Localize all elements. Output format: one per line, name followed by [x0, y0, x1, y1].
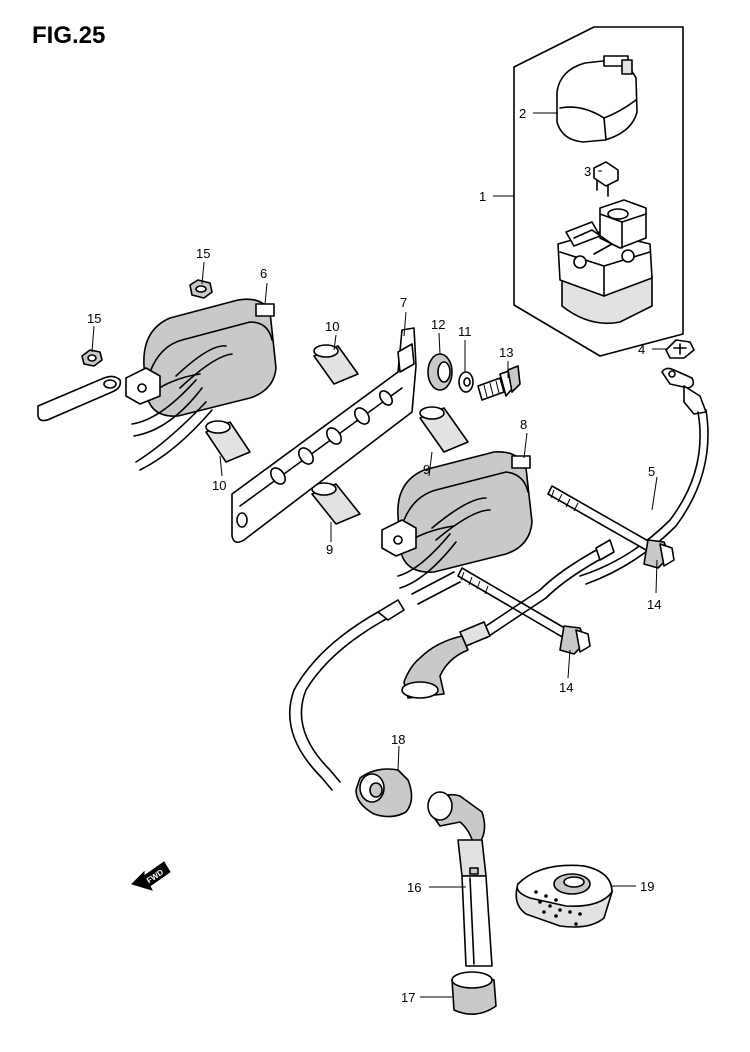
grommet-part: [427, 353, 453, 391]
coil-bracket-part: [231, 327, 417, 544]
ground-wire-part: [579, 367, 709, 585]
leader-lines: [91, 112, 667, 998]
callout-2: 2: [519, 106, 526, 121]
callout-6: 6: [260, 266, 267, 281]
callout-10-upper: 10: [325, 319, 339, 334]
callout-18: 18: [391, 732, 405, 747]
cap-grommet-part: [355, 768, 413, 818]
callout-13: 13: [499, 345, 513, 360]
callout-1: 1: [479, 189, 486, 204]
callout-14-lower: 14: [559, 680, 573, 695]
callout-8: 8: [520, 417, 527, 432]
plug-cap-upper: [401, 621, 491, 699]
long-bolt-part: [457, 567, 591, 655]
callout-17: 17: [401, 990, 415, 1005]
washer-part: [458, 371, 474, 393]
callout-15-left: 15: [87, 311, 101, 326]
callouts: 1 2 3 4 5 6 7 8 9 9 10 10 11 12 13 14 14…: [87, 106, 661, 1005]
callout-9-lower: 9: [326, 542, 333, 557]
callout-11: 11: [458, 324, 472, 339]
spacer-part: [205, 420, 251, 463]
spark-plug-cap-part: [427, 791, 493, 967]
ignition-coil-lower: [381, 451, 533, 589]
long-bolt-part: [547, 485, 675, 569]
relay-cover-part: [556, 55, 638, 143]
plug-boot-part: [451, 971, 497, 1015]
bolt-part: [477, 365, 521, 401]
callout-4: 4: [638, 342, 645, 357]
spacer-part: [313, 344, 359, 385]
arrow-icon: [131, 861, 171, 891]
callout-10-lower: 10: [212, 478, 226, 493]
cover-plate-part: [515, 864, 613, 928]
starter-relay-part: [557, 199, 653, 325]
nut-part: [189, 279, 213, 299]
callout-9-upper: 9: [423, 462, 430, 477]
high-tension-lead: [288, 539, 615, 791]
fuse-part: [593, 161, 619, 197]
group-outline: [513, 26, 684, 357]
callout-14-right: 14: [647, 597, 661, 612]
relay-assembly-group: [513, 26, 684, 357]
callout-12: 12: [431, 317, 445, 332]
nut-part: [81, 349, 103, 367]
fwd-arrow: FWD: [131, 861, 171, 891]
callout-7: 7: [400, 295, 407, 310]
wire-clip-part: [37, 375, 122, 422]
callout-3: 3: [584, 164, 591, 179]
ground-screw-part: [665, 339, 695, 359]
callout-15-upper: 15: [196, 246, 210, 261]
spacer-part: [419, 406, 469, 453]
callout-5: 5: [648, 464, 655, 479]
spacer-part: [311, 482, 361, 525]
ignition-coil-upper: [125, 298, 277, 471]
callout-16: 16: [407, 880, 421, 895]
callout-19: 19: [640, 879, 654, 894]
figure-title: FIG.25: [32, 22, 105, 49]
